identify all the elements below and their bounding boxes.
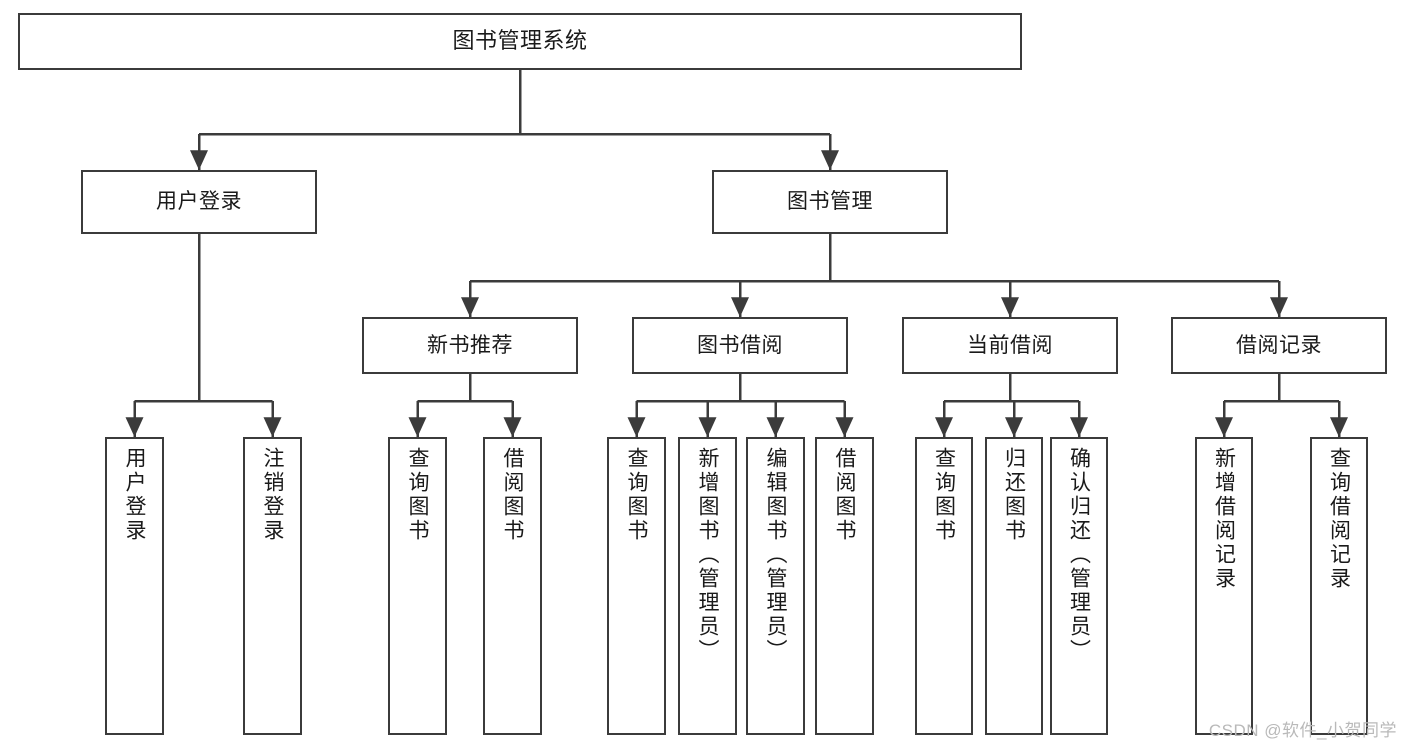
node-leaf-query-book-borrow[interactable]: 查询图书 [607,437,666,735]
node-leaf-query-book-recommend[interactable]: 查询图书 [388,437,447,735]
node-leaf-return-book[interactable]: 归还图书 [985,437,1043,735]
node-label: 编辑图书（管理员） [764,447,788,663]
node-label: 借阅图书 [501,447,525,543]
node-label: 新增借阅记录 [1212,447,1236,591]
node-leaf-edit-book-admin[interactable]: 编辑图书（管理员） [746,437,805,735]
node-leaf-user-login[interactable]: 用户登录 [105,437,164,735]
node-label: 归还图书 [1002,447,1026,543]
node-label: 新书推荐 [427,333,513,357]
node-leaf-confirm-return-admin[interactable]: 确认归还（管理员） [1050,437,1108,735]
node-leaf-query-borrow-record[interactable]: 查询借阅记录 [1310,437,1368,735]
node-book-borrow[interactable]: 图书借阅 [632,317,848,374]
node-label: 确认归还（管理员） [1067,447,1091,663]
node-new-book-recommend[interactable]: 新书推荐 [362,317,578,374]
node-label: 用户登录 [156,190,242,214]
node-user-login[interactable]: 用户登录 [81,170,317,234]
node-label: 查询图书 [625,447,649,543]
node-label: 借阅记录 [1236,333,1322,357]
node-borrow-record[interactable]: 借阅记录 [1171,317,1387,374]
node-label: 用户登录 [123,447,147,543]
node-leaf-add-borrow-record[interactable]: 新增借阅记录 [1195,437,1253,735]
node-leaf-add-book-admin[interactable]: 新增图书（管理员） [678,437,737,735]
node-label: 借阅图书 [833,447,857,543]
node-leaf-borrow-book[interactable]: 借阅图书 [815,437,874,735]
node-label: 图书管理系统 [452,28,588,54]
node-label: 查询图书 [406,447,430,543]
node-label: 图书管理 [787,190,873,214]
node-label: 当前借阅 [967,333,1053,357]
node-root-book-management-system[interactable]: 图书管理系统 [18,13,1022,70]
node-label: 查询图书 [932,447,956,543]
node-leaf-user-logout[interactable]: 注销登录 [243,437,302,735]
node-current-borrow[interactable]: 当前借阅 [902,317,1118,374]
node-label: 图书借阅 [697,333,783,357]
node-label: 新增图书（管理员） [696,447,720,663]
node-label: 查询借阅记录 [1327,447,1351,591]
node-leaf-query-book-current[interactable]: 查询图书 [915,437,973,735]
node-leaf-borrow-book-recommend[interactable]: 借阅图书 [483,437,542,735]
node-label: 注销登录 [261,447,285,543]
node-book-management[interactable]: 图书管理 [712,170,948,234]
